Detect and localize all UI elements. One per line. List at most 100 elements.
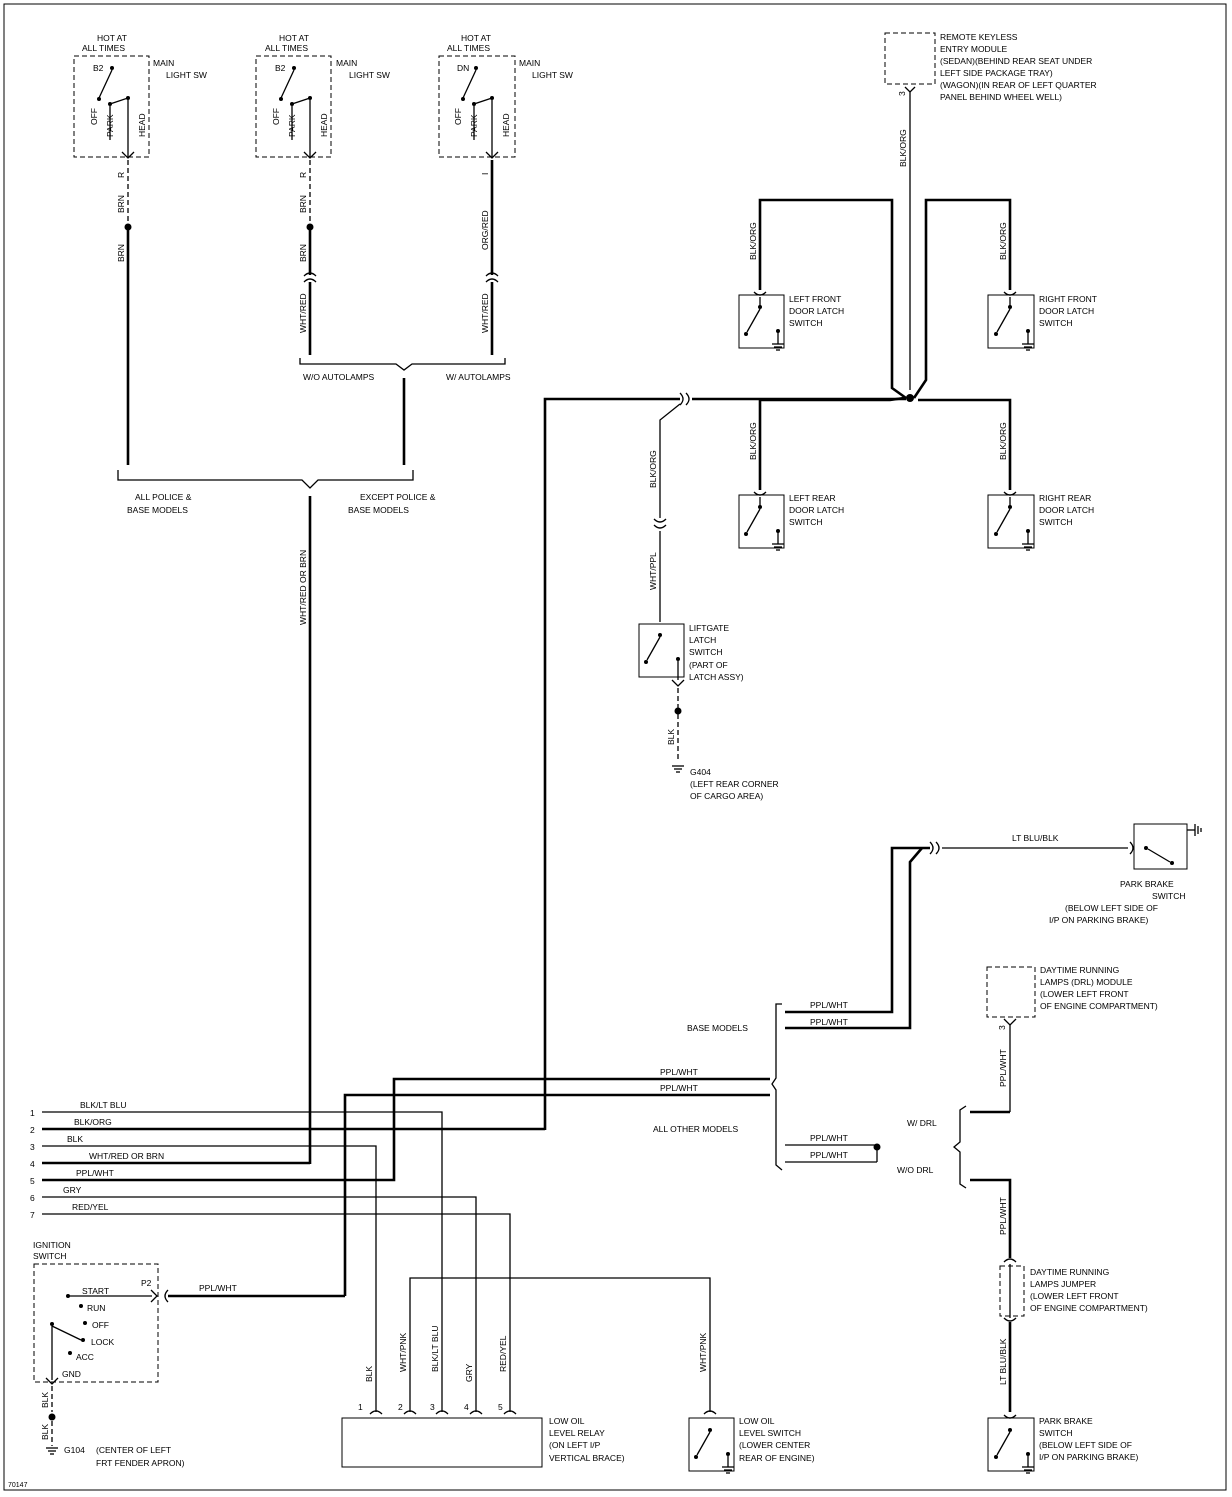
svg-text:(PART OF: (PART OF: [689, 660, 728, 670]
door-switch-left-rear: LEFT REAR DOOR LATCH SWITCH: [738, 491, 844, 551]
svg-text:W/ AUTOLAMPS: W/ AUTOLAMPS: [446, 372, 511, 382]
svg-text:DN: DN: [457, 63, 469, 73]
svg-text:ALL TIMES: ALL TIMES: [447, 43, 490, 53]
svg-text:LEVEL SWITCH: LEVEL SWITCH: [739, 1428, 801, 1438]
svg-text:PARK BRAKE: PARK BRAKE: [1039, 1416, 1093, 1426]
svg-text:PPL/WHT: PPL/WHT: [660, 1067, 698, 1077]
svg-text:PARK BRAKE: PARK BRAKE: [1120, 879, 1174, 889]
svg-text:LIGHT SW: LIGHT SW: [532, 70, 573, 80]
svg-text:DAYTIME RUNNING: DAYTIME RUNNING: [1030, 1267, 1109, 1277]
svg-text:PPL/WHT: PPL/WHT: [76, 1168, 114, 1178]
svg-text:DAYTIME RUNNING: DAYTIME RUNNING: [1040, 965, 1119, 975]
svg-text:WHT/RED OR BRN: WHT/RED OR BRN: [89, 1151, 164, 1161]
svg-text:LIFTGATE: LIFTGATE: [689, 623, 729, 633]
svg-text:WHT/RED: WHT/RED: [298, 293, 308, 333]
svg-text:HEAD: HEAD: [501, 113, 511, 137]
svg-text:4: 4: [30, 1159, 35, 1169]
svg-text:ALL TIMES: ALL TIMES: [82, 43, 125, 53]
svg-text:ORG/RED: ORG/RED: [480, 210, 490, 250]
svg-text:4: 4: [464, 1402, 469, 1412]
svg-text:OF CARGO AREA): OF CARGO AREA): [690, 791, 763, 801]
svg-text:PPL/WHT: PPL/WHT: [199, 1283, 237, 1293]
low-oil-level-relay: BLK WHT/PNK BLK/LT BLU GRY RED/YEL WHT/P…: [341, 1277, 717, 1468]
svg-text:PPL/WHT: PPL/WHT: [998, 1197, 1008, 1235]
svg-text:BLK/ORG: BLK/ORG: [74, 1117, 112, 1127]
svg-text:BASE MODELS: BASE MODELS: [127, 505, 188, 515]
svg-text:R: R: [298, 172, 308, 178]
svg-text:PPL/WHT: PPL/WHT: [810, 1017, 848, 1027]
svg-text:LAMPS JUMPER: LAMPS JUMPER: [1030, 1279, 1096, 1289]
svg-text:5: 5: [498, 1402, 503, 1412]
svg-text:REAR OF ENGINE): REAR OF ENGINE): [739, 1453, 815, 1463]
svg-text:SWITCH: SWITCH: [689, 647, 723, 657]
svg-text:SWITCH: SWITCH: [1039, 517, 1073, 527]
svg-text:DOOR LATCH: DOOR LATCH: [1039, 306, 1094, 316]
svg-text:PPL/WHT: PPL/WHT: [810, 1000, 848, 1010]
svg-text:(BELOW LEFT SIDE OF: (BELOW LEFT SIDE OF: [1039, 1440, 1132, 1450]
svg-text:BRN: BRN: [298, 195, 308, 213]
svg-text:HOT AT: HOT AT: [461, 33, 491, 43]
svg-text:HEAD: HEAD: [137, 113, 147, 137]
door-switch-left-front: LEFT FRONT DOOR LATCH SWITCH: [738, 291, 844, 351]
svg-text:R: R: [116, 172, 126, 178]
svg-text:P2: P2: [141, 1278, 152, 1288]
svg-text:WHT/RED: WHT/RED: [480, 293, 490, 333]
svg-text:BLK: BLK: [40, 1424, 50, 1440]
svg-text:MAIN: MAIN: [519, 58, 540, 68]
svg-text:BLK/ORG: BLK/ORG: [998, 222, 1008, 260]
svg-text:BLK: BLK: [364, 1366, 374, 1382]
svg-text:REMOTE KEYLESS: REMOTE KEYLESS: [940, 32, 1018, 42]
svg-text:SWITCH: SWITCH: [789, 318, 823, 328]
drl-jumper: DAYTIME RUNNING LAMPS JUMPER (LOWER LEFT…: [998, 1258, 1148, 1412]
svg-text:7: 7: [30, 1210, 35, 1220]
svg-text:BLK: BLK: [40, 1392, 50, 1408]
svg-text:W/O DRL: W/O DRL: [897, 1165, 934, 1175]
svg-text:MAIN: MAIN: [336, 58, 357, 68]
svg-text:RIGHT REAR: RIGHT REAR: [1039, 493, 1091, 503]
svg-text:RED/YEL: RED/YEL: [498, 1335, 508, 1372]
svg-text:ENTRY MODULE: ENTRY MODULE: [940, 44, 1008, 54]
svg-text:G104: G104: [64, 1445, 85, 1455]
svg-text:ACC: ACC: [76, 1352, 94, 1362]
rke-module: REMOTE KEYLESS ENTRY MODULE (SEDAN)(BEHI…: [884, 32, 1097, 390]
connector-pins: 1 2 3 4 5 6 7 BLK/LT BLU BLK/ORG BLK WHT…: [30, 1067, 770, 1412]
svg-text:OF ENGINE COMPARTMENT): OF ENGINE COMPARTMENT): [1040, 1001, 1158, 1011]
svg-text:LT BLU/BLK: LT BLU/BLK: [998, 1338, 1008, 1385]
svg-text:(SEDAN)(BEHIND REAR SEAT UNDER: (SEDAN)(BEHIND REAR SEAT UNDER: [940, 56, 1092, 66]
svg-text:WHT/PNK: WHT/PNK: [398, 1332, 408, 1372]
svg-text:1: 1: [30, 1108, 35, 1118]
svg-text:SWITCH: SWITCH: [1039, 318, 1073, 328]
svg-text:LATCH: LATCH: [689, 635, 716, 645]
svg-text:OFF: OFF: [271, 108, 281, 125]
svg-text:5: 5: [30, 1176, 35, 1186]
svg-text:GRY: GRY: [464, 1363, 474, 1382]
svg-text:3: 3: [897, 91, 907, 96]
svg-text:(WAGON)(IN REAR OF LEFT QUARTE: (WAGON)(IN REAR OF LEFT QUARTER: [940, 80, 1097, 90]
svg-text:ALL POLICE &: ALL POLICE &: [135, 492, 192, 502]
svg-text:MAIN: MAIN: [153, 58, 174, 68]
main-light-switch-2: HOT AT ALL TIMES B2 OFF PARK HEAD MAIN L…: [255, 33, 390, 158]
svg-text:PPL/WHT: PPL/WHT: [810, 1150, 848, 1160]
svg-text:GRY: GRY: [63, 1185, 82, 1195]
svg-text:OF ENGINE COMPARTMENT): OF ENGINE COMPARTMENT): [1030, 1303, 1148, 1313]
svg-text:LATCH ASSY): LATCH ASSY): [689, 672, 744, 682]
svg-text:LEVEL RELAY: LEVEL RELAY: [549, 1428, 605, 1438]
model-branch: BASE MODELS ALL OTHER MODELS PPL/WHT PPL…: [653, 1000, 1012, 1258]
svg-text:RIGHT FRONT: RIGHT FRONT: [1039, 294, 1097, 304]
svg-text:LEFT REAR: LEFT REAR: [789, 493, 836, 503]
svg-text:PARK: PARK: [469, 114, 479, 137]
svg-text:WHT/PPL: WHT/PPL: [648, 552, 658, 590]
svg-text:3: 3: [30, 1142, 35, 1152]
svg-text:(LOWER CENTER: (LOWER CENTER: [739, 1440, 810, 1450]
svg-text:BLK/LT BLU: BLK/LT BLU: [80, 1100, 126, 1110]
door-switch-right-front: RIGHT FRONT DOOR LATCH SWITCH: [987, 291, 1097, 351]
svg-text:BLK: BLK: [666, 729, 676, 745]
svg-text:FRT FENDER APRON): FRT FENDER APRON): [96, 1458, 185, 1468]
svg-text:LEFT FRONT: LEFT FRONT: [789, 294, 841, 304]
svg-text:3: 3: [430, 1402, 435, 1412]
svg-text:BLK: BLK: [67, 1134, 83, 1144]
svg-text:DOOR LATCH: DOOR LATCH: [789, 306, 844, 316]
main-light-switch-3: HOT AT ALL TIMES DN OFF PARK HEAD MAIN L…: [438, 33, 573, 158]
svg-text:VERTICAL BRACE): VERTICAL BRACE): [549, 1453, 625, 1463]
liftgate-latch-switch: BLK/ORG WHT/PPL BLK LIFTGATE LATCH SWITC…: [638, 403, 779, 801]
